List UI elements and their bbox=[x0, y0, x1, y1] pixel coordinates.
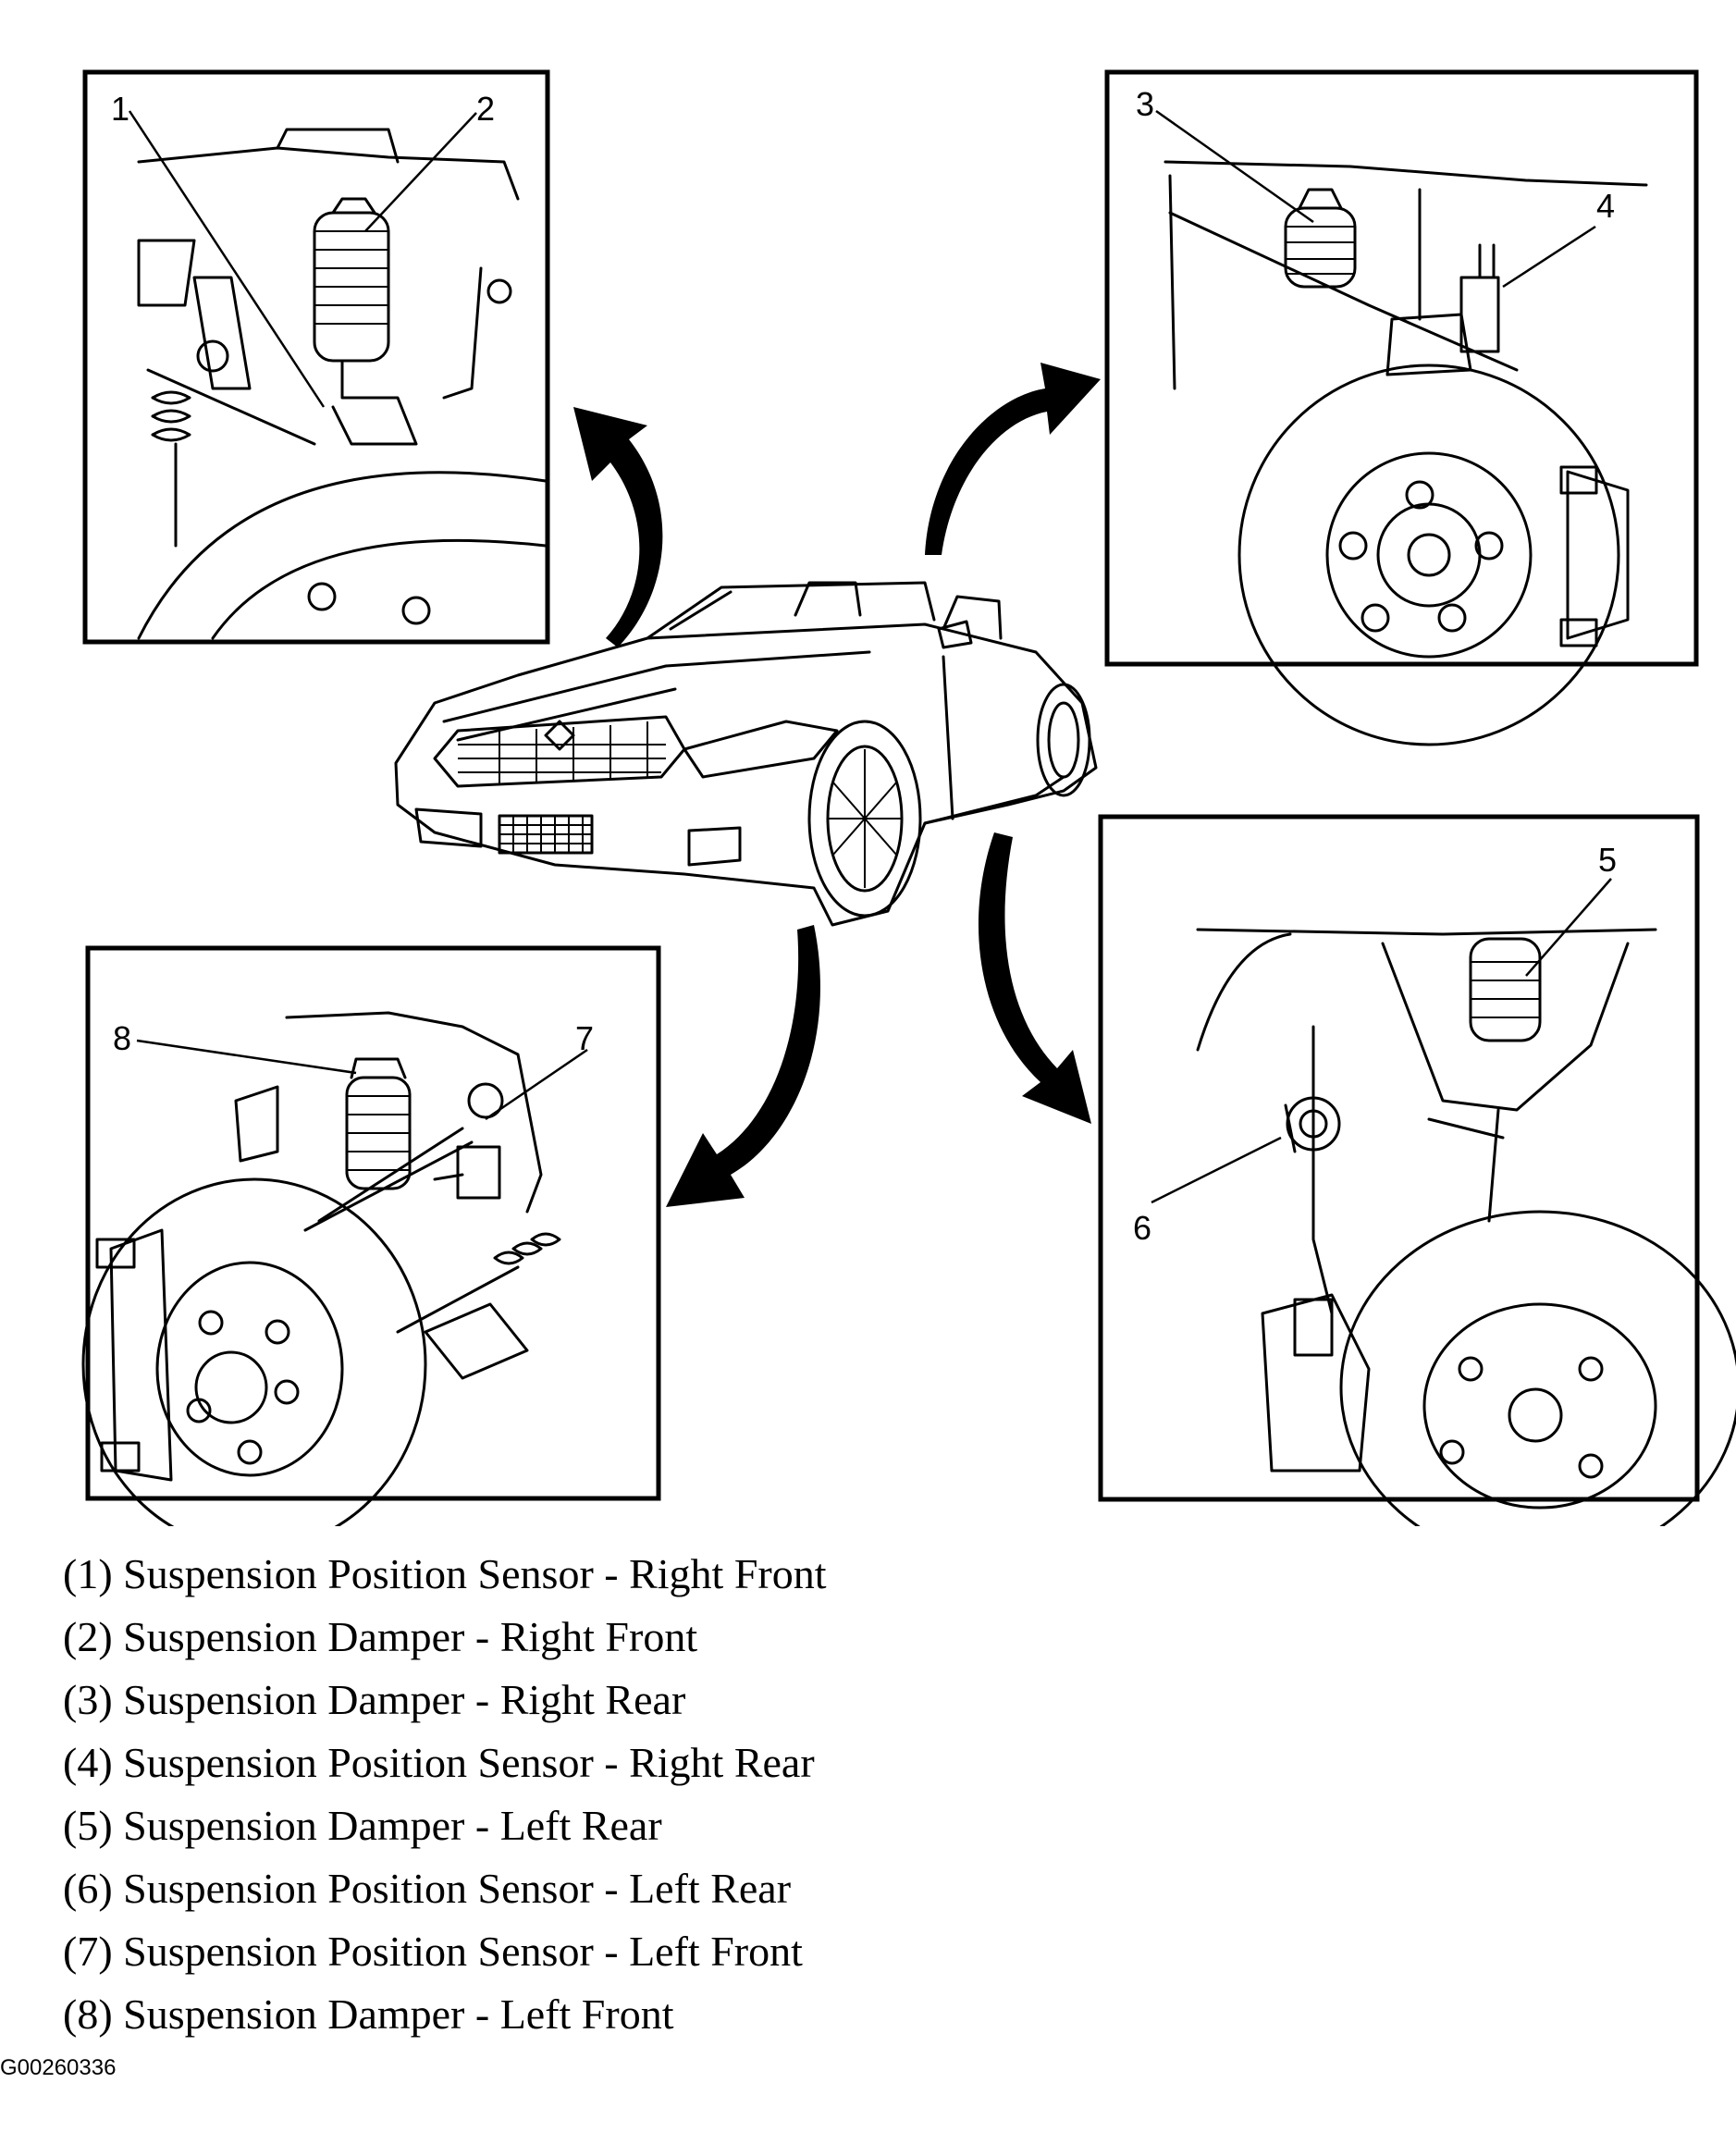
legend-item-8: (8) Suspension Damper - Left Front bbox=[63, 1990, 674, 2038]
callout-1: 1 bbox=[111, 90, 129, 128]
callout-5: 5 bbox=[1598, 841, 1617, 879]
callout-8: 8 bbox=[113, 1019, 131, 1057]
panel-left-rear: 5 6 bbox=[1098, 814, 1736, 1526]
suspension-components-diagram: 1 2 3 4 bbox=[81, 69, 1736, 1526]
legend-item-4: (4) Suspension Position Sensor - Right R… bbox=[63, 1739, 815, 1786]
figure-id: G00260336 bbox=[0, 2055, 117, 2080]
legend-item-5: (5) Suspension Damper - Left Rear bbox=[63, 1802, 662, 1849]
panel-right-front: 1 2 bbox=[82, 69, 550, 645]
arrow-to-right-front bbox=[573, 407, 663, 647]
legend-item-3: (3) Suspension Damper - Right Rear bbox=[63, 1676, 686, 1723]
legend: (1) Suspension Position Sensor - Right F… bbox=[63, 1543, 1173, 2046]
legend-item-2: (2) Suspension Damper - Right Front bbox=[63, 1613, 698, 1660]
arrow-to-left-front bbox=[666, 925, 820, 1207]
callout-4: 4 bbox=[1596, 187, 1615, 225]
legend-item-7: (7) Suspension Position Sensor - Left Fr… bbox=[63, 1928, 803, 1975]
arrow-to-left-rear bbox=[978, 832, 1091, 1124]
callout-7: 7 bbox=[575, 1019, 594, 1057]
panel-right-rear: 3 4 bbox=[1104, 69, 1699, 746]
panel-left-front: 8 7 bbox=[81, 945, 661, 1526]
callout-6: 6 bbox=[1133, 1209, 1151, 1247]
car-illustration bbox=[394, 581, 1098, 927]
callout-2: 2 bbox=[476, 90, 495, 128]
legend-item-1: (1) Suspension Position Sensor - Right F… bbox=[63, 1550, 827, 1597]
callout-3: 3 bbox=[1136, 85, 1154, 123]
legend-item-6: (6) Suspension Position Sensor - Left Re… bbox=[63, 1865, 792, 1912]
arrow-to-right-rear bbox=[925, 363, 1101, 555]
